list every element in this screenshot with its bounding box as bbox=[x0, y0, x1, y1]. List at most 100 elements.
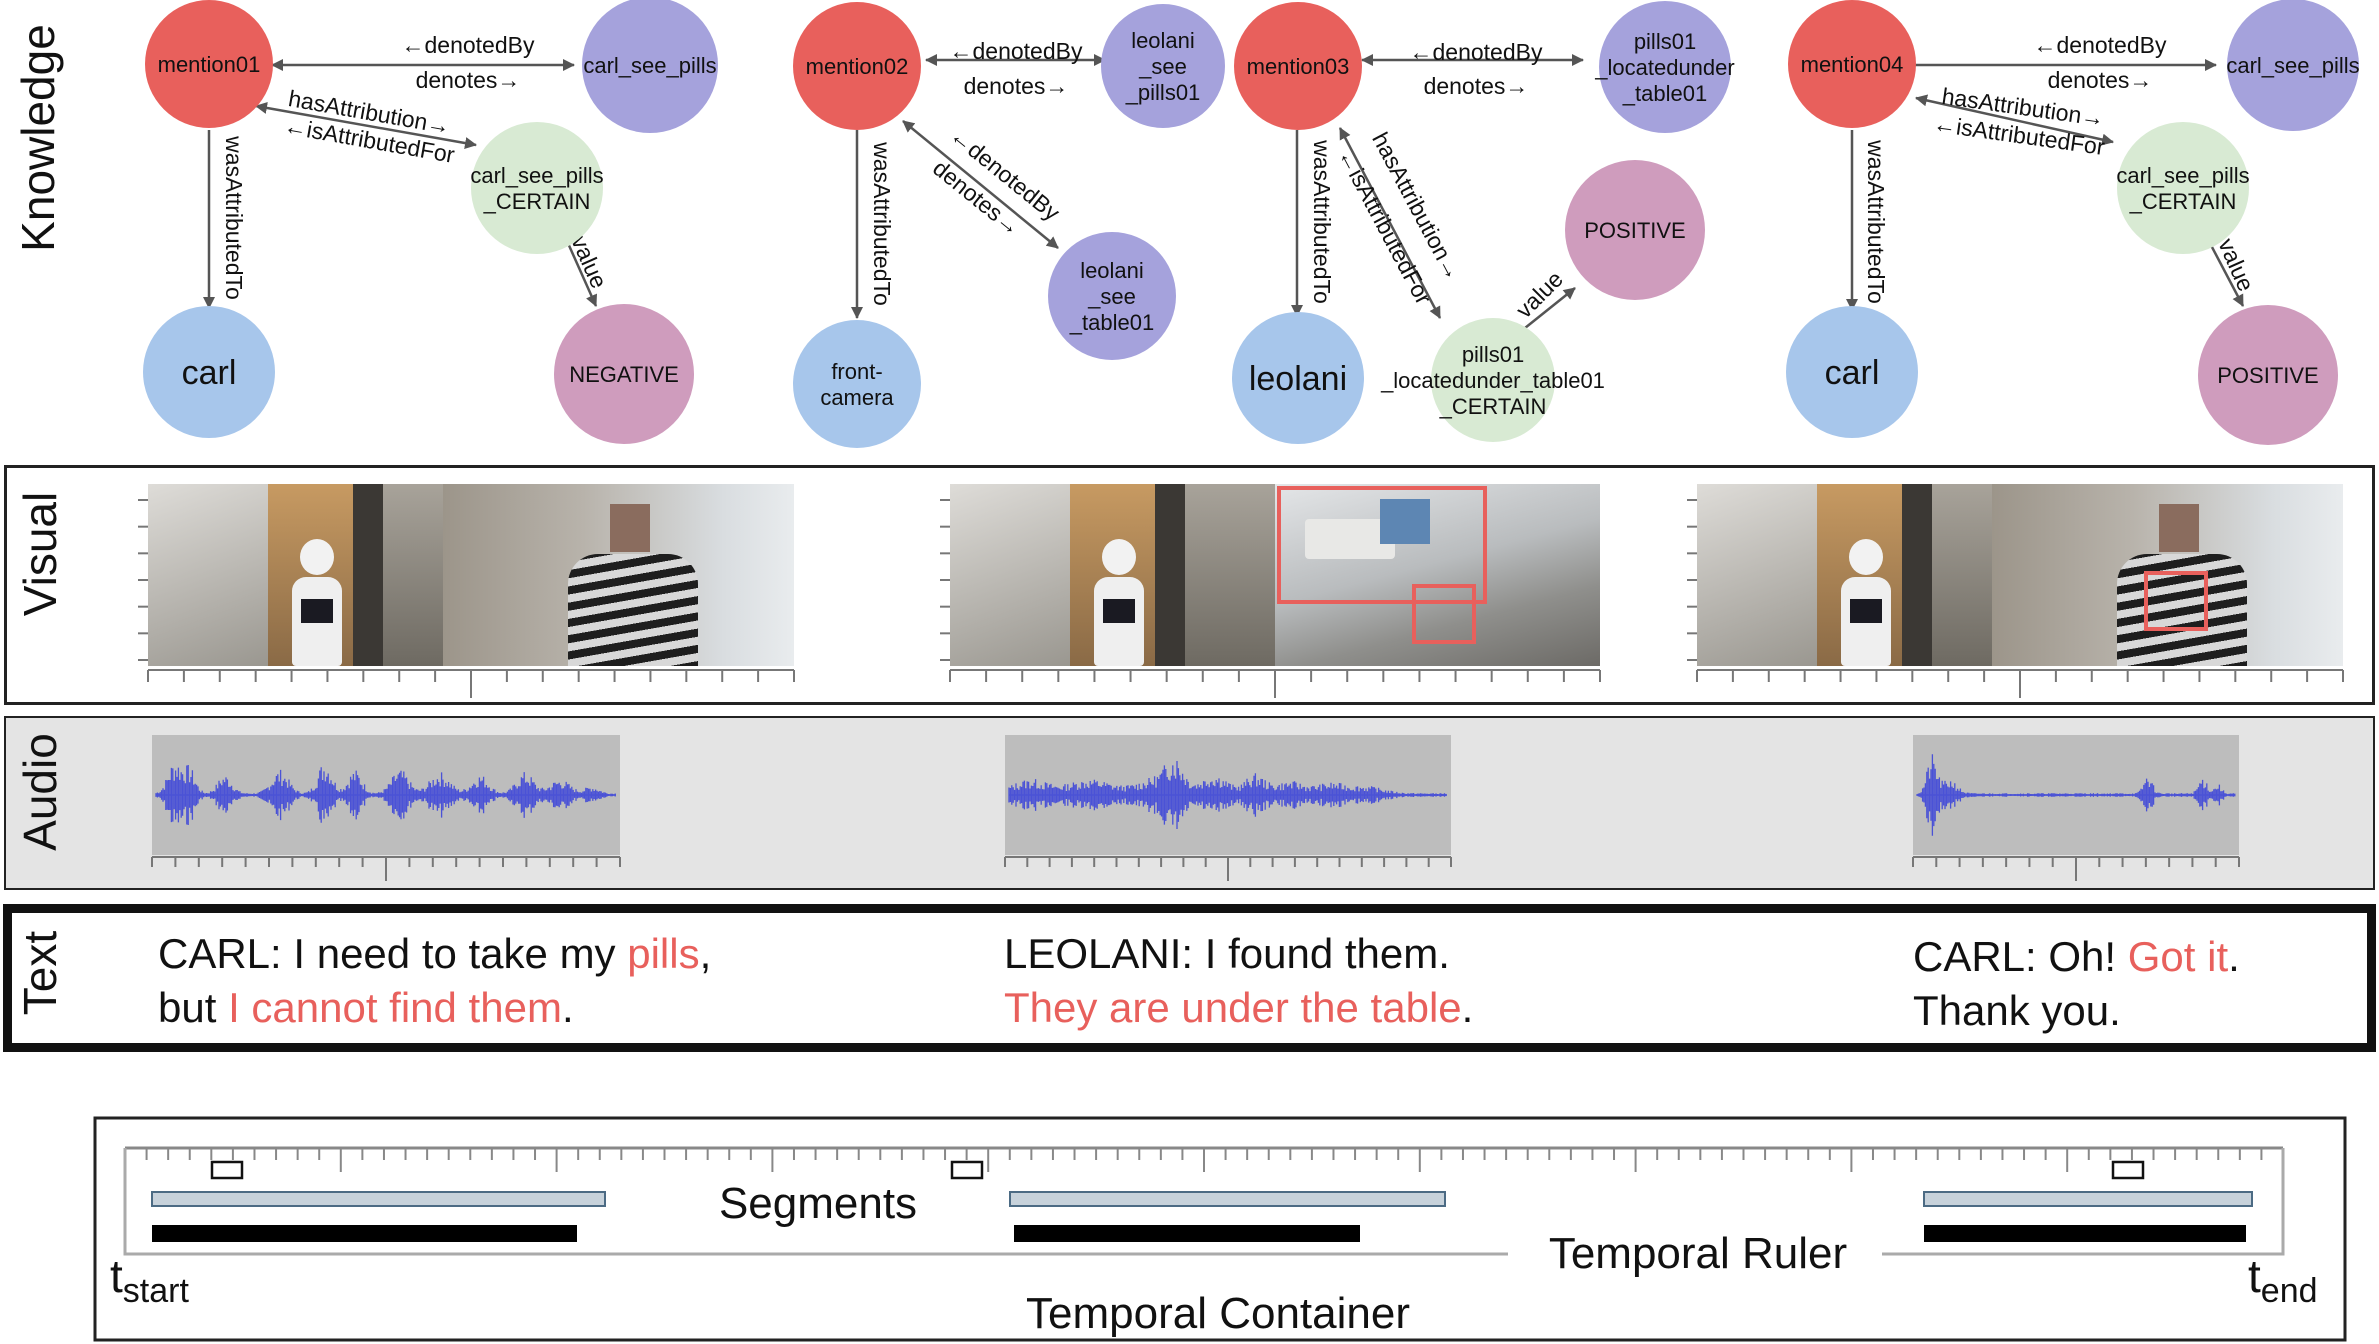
timestamp-marker-1 bbox=[210, 1160, 244, 1180]
t-start-t: t bbox=[110, 1250, 123, 1302]
video-frames-segment-2 bbox=[950, 484, 1600, 666]
graph2-entity-label: camera bbox=[820, 385, 894, 410]
graph2-edge-denoted-by: ←denotedBy bbox=[950, 38, 1083, 64]
graph2-edge-denotes2-line bbox=[902, 120, 1059, 249]
graph1-entity-circle bbox=[143, 306, 275, 438]
graph3-node-mention: mention03 bbox=[1234, 2, 1362, 130]
graph4-edge-denoted-by: ←denotedBy bbox=[2034, 32, 2167, 58]
graph1-polarity-circle bbox=[554, 304, 694, 444]
graph1-edge-was-attributed-to: wasAttributedTo bbox=[221, 135, 247, 300]
timestamp-marker-2 bbox=[950, 1160, 984, 1180]
graph2-claim2-circle bbox=[1048, 232, 1176, 360]
graph3-claim-label: pills01 bbox=[1634, 29, 1696, 54]
visual-tick-marks bbox=[138, 499, 2344, 698]
graph3-edge-denotes: denotes→ bbox=[1424, 73, 1529, 99]
graph3-edge-denoted-by: ←denotedBy bbox=[1410, 39, 1543, 65]
utt3-l1-c: . bbox=[2228, 933, 2240, 980]
utt3-l1-a: CARL: Oh! bbox=[1913, 933, 2128, 980]
detection-box-table bbox=[1277, 486, 1487, 604]
detection-box-pills bbox=[1412, 584, 1476, 644]
graph2-claim2-label: _see bbox=[1087, 284, 1136, 309]
graph2-mention-label: mention02 bbox=[806, 54, 909, 79]
pepper-robot bbox=[286, 539, 348, 666]
segment-bar-1 bbox=[151, 1191, 606, 1207]
temporal-container-box bbox=[93, 1116, 2347, 1342]
graph1-entity-label: carl bbox=[182, 354, 237, 392]
graph2-claim2-label: _table01 bbox=[1069, 310, 1154, 335]
graph1-certainty-label: carl_see_pills bbox=[470, 163, 603, 188]
graph2-claim2-label: leolani bbox=[1080, 258, 1144, 283]
graph3-edge-attribution-line bbox=[1338, 127, 1442, 319]
graph2-node-claim2: leolani_see_table01 bbox=[1048, 232, 1176, 360]
graph3-certainty-label: _CERTAIN bbox=[1439, 394, 1547, 419]
utterance-2-line-1: LEOLANI: I found them. bbox=[1004, 927, 1473, 981]
legend-temporal-container-label: Temporal Container bbox=[1026, 1289, 1410, 1338]
graph1-mention-label: mention01 bbox=[158, 52, 261, 77]
graph1-mention-circle bbox=[145, 0, 273, 128]
temporal-ruler-frame-left bbox=[123, 1148, 1508, 1256]
graph1-node-certainty: carl_see_pills_CERTAIN bbox=[470, 122, 604, 254]
graph2-node-entity: front-camera bbox=[793, 320, 921, 448]
utt3-l2-a: Thank you. bbox=[1913, 987, 2121, 1034]
segment-bar-2 bbox=[1009, 1191, 1446, 1207]
person-carl bbox=[558, 504, 708, 666]
graph3-claim-label: _locatedunder bbox=[1594, 55, 1734, 80]
t-start-sub: start bbox=[123, 1272, 190, 1310]
graph2-entity-circle bbox=[793, 320, 921, 448]
graph4-certainty-label: _CERTAIN bbox=[2129, 189, 2237, 214]
utt2-l1-a: LEOLANI: I found them. bbox=[1004, 930, 1450, 977]
t-end-t: t bbox=[2248, 1250, 2261, 1302]
graph4-polarity-circle bbox=[2198, 305, 2338, 445]
graph3-claim-circle bbox=[1599, 1, 1731, 133]
temporal-span-bar-1 bbox=[152, 1225, 577, 1242]
graph1-edge-denoted-by: ←denotedBy bbox=[402, 32, 535, 58]
graph1-polarity-label: NEGATIVE bbox=[569, 362, 679, 387]
utt1-l1-c: , bbox=[699, 930, 712, 977]
temporal-span-bar-3 bbox=[1924, 1225, 2246, 1242]
graph1-node-entity: carl bbox=[143, 306, 275, 438]
graph4-mention-circle bbox=[1788, 0, 1916, 128]
knowledge-graph-layer: ←denotedBydenotes→hasAttribution→←isAttr… bbox=[143, 0, 2360, 448]
graph4-entity-label: carl bbox=[1825, 354, 1880, 392]
detection-box-pills-in-hand bbox=[2144, 571, 2208, 631]
video-frames-segment-3 bbox=[1697, 484, 2343, 666]
graph4-node-entity: carl bbox=[1786, 306, 1918, 438]
utterance-1-line-1: CARL: I need to take my pills, bbox=[158, 927, 711, 981]
graph4-mention-label: mention04 bbox=[1801, 52, 1904, 77]
segment-bar-3 bbox=[1923, 1191, 2253, 1207]
graph3-certainty-label: _locatedunder_table01 bbox=[1380, 368, 1605, 393]
graph1-claim-circle bbox=[582, 0, 718, 133]
graph2-edge-was-attributed-to: wasAttributedTo bbox=[869, 141, 895, 306]
graph3-node-claim: pills01_locatedunder_table01 bbox=[1594, 1, 1735, 133]
legend-temporal-ruler-label: Temporal Ruler bbox=[1549, 1229, 1847, 1278]
utt3-l1-highlight: Got it bbox=[2127, 933, 2229, 980]
graph4-certainty-circle bbox=[2117, 122, 2249, 254]
graph1-certainty-circle bbox=[471, 122, 603, 254]
graph4-polarity-label: POSITIVE bbox=[2217, 363, 2318, 388]
graph2-claim-label: _see bbox=[1138, 54, 1187, 79]
graph4-node-mention: mention04 bbox=[1788, 0, 1916, 128]
graph3-mention-circle bbox=[1234, 2, 1362, 130]
graph2-mention-circle bbox=[793, 2, 921, 130]
utt1-l2-highlight: I cannot find them bbox=[228, 984, 562, 1031]
graph2-claim-label: _pills01 bbox=[1125, 80, 1201, 105]
t-start-label: tstart bbox=[110, 1250, 189, 1310]
graph4-entity-circle bbox=[1786, 306, 1918, 438]
graph3-entity-circle bbox=[1232, 312, 1364, 444]
graph4-edge-attribution-line bbox=[1915, 94, 2114, 146]
graph4-claim-label: carl_see_pills bbox=[2226, 53, 2359, 78]
graph3-mention-label: mention03 bbox=[1247, 54, 1350, 79]
graph2-claim-label: leolani bbox=[1131, 28, 1195, 53]
graph1-node-mention: mention01 bbox=[145, 0, 273, 128]
legend-segments-label: Segments bbox=[719, 1179, 917, 1228]
utterance-1: CARL: I need to take my pills, but I can… bbox=[158, 927, 711, 1035]
graph2-node-mention: mention02 bbox=[793, 2, 921, 130]
utterance-2: LEOLANI: I found them. They are under th… bbox=[1004, 927, 1473, 1035]
graph3-certainty-circle bbox=[1431, 318, 1555, 442]
graph3-entity-label: leolani bbox=[1249, 360, 1347, 398]
temporal-ruler-frame-right bbox=[1882, 1148, 2285, 1256]
graph4-edge-was-attributed-to: wasAttributedTo bbox=[1863, 139, 1889, 304]
graph3-certainty-label: pills01 bbox=[1462, 342, 1524, 367]
graph2-edge-denotes: denotes→ bbox=[964, 73, 1069, 99]
